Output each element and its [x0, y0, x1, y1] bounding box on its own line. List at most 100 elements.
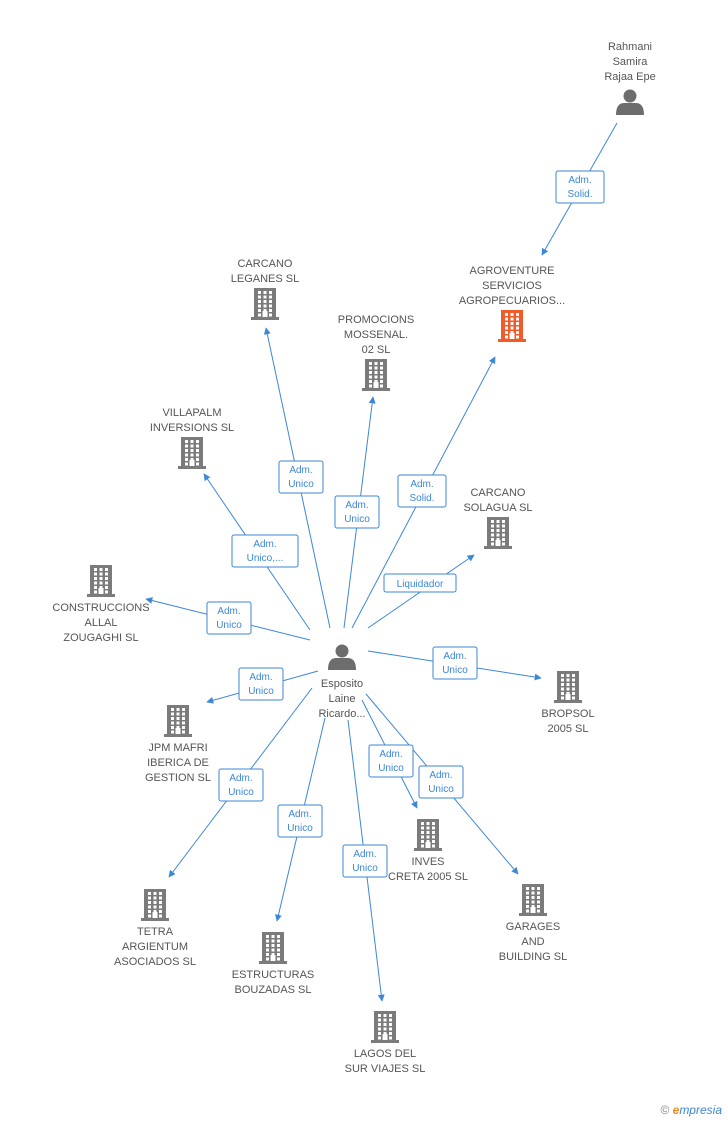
building-window [99, 572, 103, 576]
building-window [421, 831, 424, 834]
building-window [196, 458, 199, 461]
building-window [531, 887, 535, 890]
building-window [566, 674, 570, 677]
node-esposito[interactable]: EspositoLaineRicardo... [318, 644, 366, 721]
building-window [374, 380, 378, 383]
building-base [362, 388, 390, 391]
building-window [182, 721, 185, 725]
building-window [389, 1018, 392, 1022]
edge-label[interactable]: Adm.Solid. [555, 170, 605, 204]
building-window [277, 939, 280, 943]
building-window [537, 887, 540, 890]
building-window [510, 313, 514, 316]
node-agroventure[interactable]: AGROVENTURESERVICIOSAGROPECUARIOS... [459, 265, 565, 342]
edge-labels-layer: Adm.Solid.Adm.Solid.Adm.UnicoAdm.UnicoAd… [206, 170, 605, 878]
edge-label[interactable]: Adm.Unico [334, 495, 380, 529]
edge-label[interactable]: Adm.Unico [218, 768, 264, 802]
edge-label-text: Adm. [429, 770, 452, 781]
building-window [171, 726, 174, 729]
edge-label[interactable]: Adm.Unico [418, 765, 464, 799]
node-label: 02 SL [362, 344, 391, 356]
node-label: AGROVENTURE [470, 265, 555, 277]
building-window [148, 896, 151, 900]
edge-label-text: Adm. [288, 809, 311, 820]
edge-label-text: Unico [442, 665, 468, 676]
building-window [421, 835, 424, 839]
building-window [271, 935, 275, 938]
building-window [369, 366, 372, 370]
edge-label-box [238, 667, 284, 701]
building-window [572, 692, 575, 695]
edge-label-text: Adm. [568, 175, 591, 186]
building-window [421, 822, 424, 825]
edge-label-text: Unico [216, 620, 242, 631]
edge-label[interactable]: Adm.Unico,... [231, 534, 299, 568]
building-window [505, 313, 508, 316]
node-label: PROMOCIONS [338, 314, 414, 326]
node-label: BUILDING SL [499, 951, 567, 963]
edge-label[interactable]: Liquidador [383, 573, 457, 593]
building-window [182, 726, 185, 729]
building-window [176, 712, 180, 716]
building-window [94, 586, 97, 589]
person-head [623, 89, 637, 103]
edge-label-text: Adm. [353, 849, 376, 860]
building-window [277, 935, 280, 938]
edge-label[interactable]: Adm.Unico [278, 460, 324, 494]
building-window [99, 581, 103, 585]
building-window [426, 840, 430, 843]
building-window [496, 533, 500, 537]
building-window [378, 1027, 381, 1031]
edge-label[interactable]: Adm.Unico [277, 804, 323, 838]
edge-label-text: Adm. [253, 539, 276, 550]
building-window [537, 905, 540, 908]
edge-label[interactable]: Adm.Solid. [397, 474, 447, 508]
building-window [258, 291, 261, 294]
node-label: Ricardo... [318, 708, 365, 720]
building-window [505, 331, 508, 334]
building-window [378, 1036, 381, 1040]
building-window [502, 542, 505, 546]
edge-label-box [418, 765, 464, 799]
node-label: Esposito [321, 678, 363, 690]
building-window [566, 692, 570, 695]
building-window [171, 712, 174, 716]
building-window [176, 721, 180, 725]
building-window [171, 708, 174, 711]
edge-label[interactable]: Adm.Unico [238, 667, 284, 701]
edge-label[interactable]: Adm.Unico [342, 844, 388, 878]
edge-label[interactable]: Adm.Unico [368, 744, 414, 778]
edge-label[interactable]: Adm.Unico [206, 601, 252, 635]
building-icon [371, 1011, 399, 1043]
building-window [380, 371, 383, 374]
building-window [389, 1032, 392, 1035]
building-window [148, 910, 151, 913]
building-door [189, 460, 195, 466]
building-window [566, 678, 570, 682]
building-window [263, 309, 267, 312]
building-window [531, 896, 535, 899]
building-window [190, 444, 194, 448]
building-window [185, 462, 188, 466]
building-window [526, 891, 529, 895]
building-window [277, 953, 280, 956]
building-window [389, 1014, 392, 1017]
building-door [373, 382, 379, 388]
building-window [269, 295, 272, 299]
building-window [432, 826, 435, 830]
edge-label[interactable]: Adm.Unico [432, 646, 478, 680]
